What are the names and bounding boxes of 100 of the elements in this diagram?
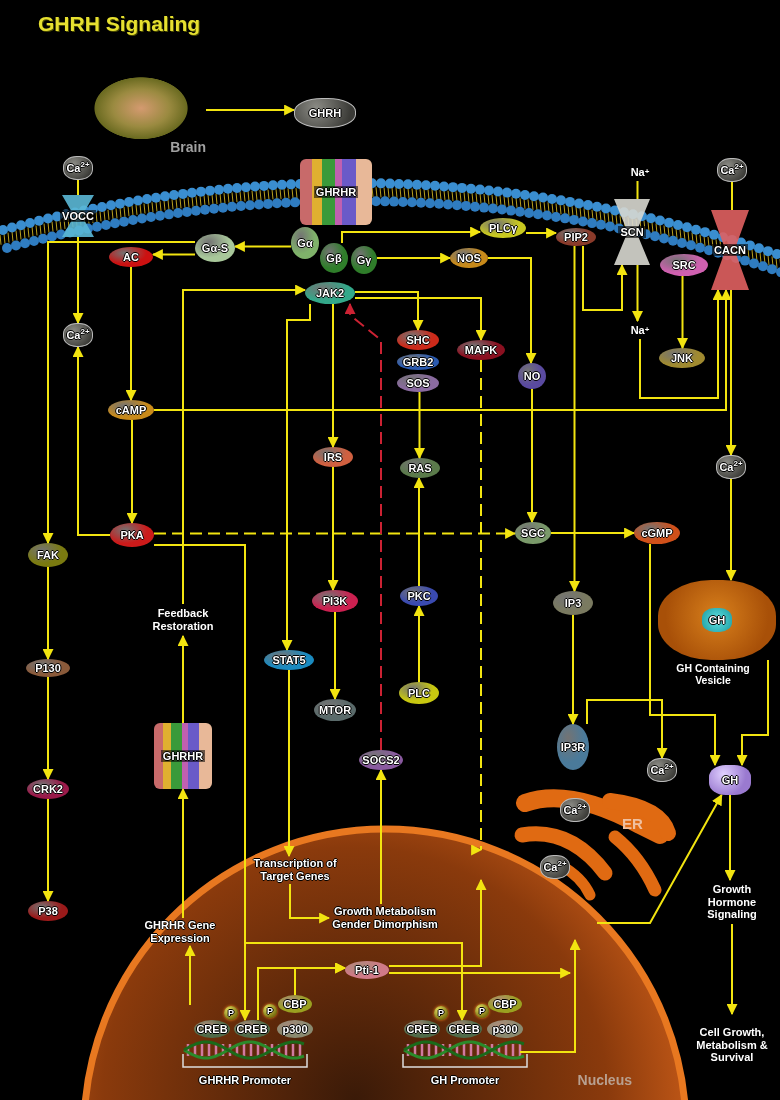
arrow [153, 288, 732, 411]
protein-shape: IP3 [553, 591, 593, 615]
protein-shape: PKC [400, 586, 438, 606]
protein-shape: STAT5 [264, 650, 314, 670]
arrow [72, 236, 84, 325]
arrow [724, 794, 736, 882]
arrow [177, 634, 189, 724]
protein-shape: NO [518, 363, 546, 389]
protein-shape: JAK2 [305, 282, 355, 304]
arrow [736, 659, 769, 767]
arrow [649, 543, 721, 767]
arrow [341, 226, 482, 244]
pathway-label: Transcription of Target Genes [250, 856, 340, 884]
arrow [639, 288, 724, 399]
pathway-label: Growth Hormone Signaling [691, 880, 773, 924]
arrow [126, 419, 138, 525]
protein-shape: MTOR [314, 699, 356, 721]
arrow [567, 614, 579, 726]
arrow [726, 923, 738, 1016]
arrow [388, 967, 572, 979]
protein-shape: MAPK [457, 340, 505, 360]
protein-shape: Gβ [320, 243, 348, 273]
arrow [42, 676, 54, 781]
arrow [42, 566, 54, 661]
protein-shape: NOS [450, 248, 488, 268]
arrow [327, 466, 339, 592]
arrow [413, 604, 425, 683]
arrow [72, 345, 111, 536]
arrow [283, 669, 295, 858]
protein-shape: RAS [400, 458, 440, 478]
protein-shape: P130 [26, 659, 70, 677]
arrow [376, 252, 452, 264]
arrow [151, 249, 196, 260]
arrow [329, 611, 341, 701]
protein-shape: JNK [659, 348, 705, 368]
protein-shape: FAK [28, 543, 68, 567]
protein-shape: AC [109, 247, 153, 267]
protein-shape: PKA [110, 523, 154, 547]
diagram-title: GHRH Signaling [38, 12, 201, 36]
connector-line [77, 179, 79, 196]
protein-shape: IRS [313, 447, 353, 467]
protein-shape: PLC [399, 682, 439, 704]
arrow [525, 227, 558, 239]
hormone-cluster: GH [701, 607, 733, 633]
arrow [519, 938, 581, 1053]
arrow [327, 303, 339, 449]
protein-shape: SRC [660, 254, 708, 276]
arrow [233, 241, 292, 252]
arrow [632, 264, 643, 323]
arrow [281, 303, 311, 652]
protein-shape: IP3R [557, 724, 589, 770]
promoter-label: GHRHR Promoter [198, 1074, 292, 1087]
arrow [375, 768, 387, 905]
pathway-label: Feedback Restoration [137, 604, 229, 636]
protein-shape: PLCγ [480, 218, 526, 238]
arrow [487, 257, 537, 365]
nucleus-label: Nucleus [577, 1071, 632, 1088]
arrow [596, 794, 723, 924]
receptor-drawing: GHRHR [300, 159, 372, 225]
protein-shape: Gγ [351, 246, 377, 274]
arrow [184, 944, 196, 1006]
protein-shape: SGC [515, 522, 551, 544]
hormone-cluster: GH [709, 765, 751, 795]
connector-line [731, 181, 733, 211]
protein-shape: P38 [28, 901, 68, 921]
arrow [205, 104, 296, 116]
ion-channel-drawing: CACN [711, 210, 749, 290]
arrow [182, 284, 307, 605]
arrow [569, 245, 580, 593]
pathway-label: Cell Growth, Metabolism & Survival [682, 1014, 780, 1076]
arrow [354, 291, 424, 332]
pathway-label: Growth Metabolism Gender Dimorphism [329, 904, 441, 932]
er-label: ER [622, 815, 643, 833]
arrow [677, 275, 688, 350]
arrow [586, 699, 668, 760]
arrow [354, 297, 487, 342]
arrow [42, 798, 54, 903]
protein-shape: PI3K [312, 590, 358, 612]
arrow [526, 388, 538, 524]
promoter-label: GH Promoter [430, 1074, 500, 1087]
protein-shape: SOCS2 [359, 750, 403, 770]
protein-shape: PIP2 [556, 228, 596, 246]
protein-shape: Gα [291, 227, 319, 259]
arrow [289, 883, 331, 924]
protein-shape: CRK2 [27, 779, 69, 799]
arrow [42, 241, 196, 545]
protein-shape: cGMP [634, 522, 680, 544]
protein-shape: cAMP [108, 400, 154, 420]
protein-shape: SHC [397, 330, 439, 350]
arrow [125, 266, 137, 402]
receptor-drawing: GHRHR [154, 723, 212, 789]
arrow [582, 245, 628, 311]
arrow [153, 528, 517, 539]
arrow [550, 527, 636, 539]
arrow [725, 289, 737, 457]
arrow [413, 476, 425, 587]
ion-channel-drawing: VOCC [62, 195, 94, 237]
protein-shape: Gα-S [195, 234, 235, 262]
connector-line [636, 180, 639, 200]
arrow [725, 478, 737, 582]
